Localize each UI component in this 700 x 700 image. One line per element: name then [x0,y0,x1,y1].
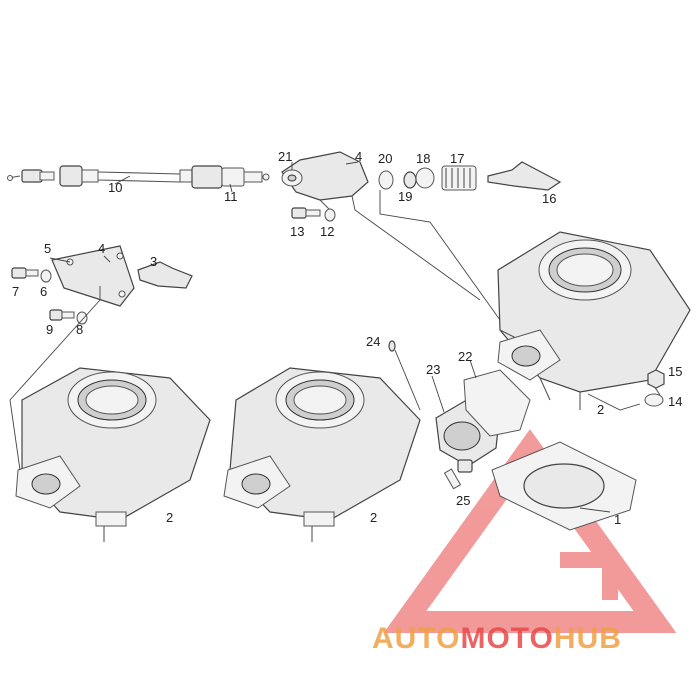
callout-16: 16 [542,191,556,206]
callout-7: 7 [12,284,19,299]
exhaust-flange [388,340,531,467]
svg-text:AUTOMOTOHUB: AUTOMOTOHUB [372,622,622,655]
valve-spring-parts [378,161,562,191]
callout-18: 18 [416,151,430,166]
callout-21: 21 [278,149,292,164]
callout-1: 1 [614,512,621,527]
callout-6: 6 [40,284,47,299]
callout-3: 3 [150,254,157,269]
callout-14: 14 [668,394,682,409]
callout-4-left: 4 [98,241,105,256]
bolt-13-washer-12 [291,207,336,222]
watermark-auto: AUTO [372,622,460,655]
callout-15: 15 [668,364,682,379]
callout-9: 9 [46,322,53,337]
callout-2-right: 2 [597,402,604,417]
callout-labels: 10 11 21 4 20 18 17 19 16 13 12 5 4 3 7 … [12,149,682,527]
base-gasket [491,441,637,531]
cylinder-right [497,231,691,410]
callout-25: 25 [456,493,470,508]
callout-23: 23 [426,362,440,377]
stud-bolt-25 [443,459,473,490]
throttle-cable-assembly [7,165,270,189]
leader-lines [9,161,641,513]
watermark-moto: MOTO [460,622,553,655]
callout-2-middle: 2 [370,510,377,525]
callout-2-left: 2 [166,510,173,525]
spring-17 [441,165,477,191]
watermark-text: AUTOMOTOHUB [372,622,622,655]
watermark-hub: HUB [554,622,622,655]
callout-22: 22 [458,349,472,364]
callout-20: 20 [378,151,392,166]
nut-15-washer-14 [644,369,665,407]
callout-17: 17 [450,151,464,166]
cylinder-left [15,367,211,542]
watermark-logo [383,429,677,633]
callout-5: 5 [44,241,51,256]
callout-11: 11 [224,189,238,204]
cylinder-middle [223,367,421,542]
callout-8: 8 [76,322,83,337]
callout-19: 19 [398,189,412,204]
callout-13: 13 [290,224,304,239]
callout-24: 24 [366,334,380,349]
callout-10: 10 [108,180,122,195]
callout-4-top: 4 [355,149,362,164]
left-valve-cover [11,245,193,325]
callout-12: 12 [320,224,334,239]
